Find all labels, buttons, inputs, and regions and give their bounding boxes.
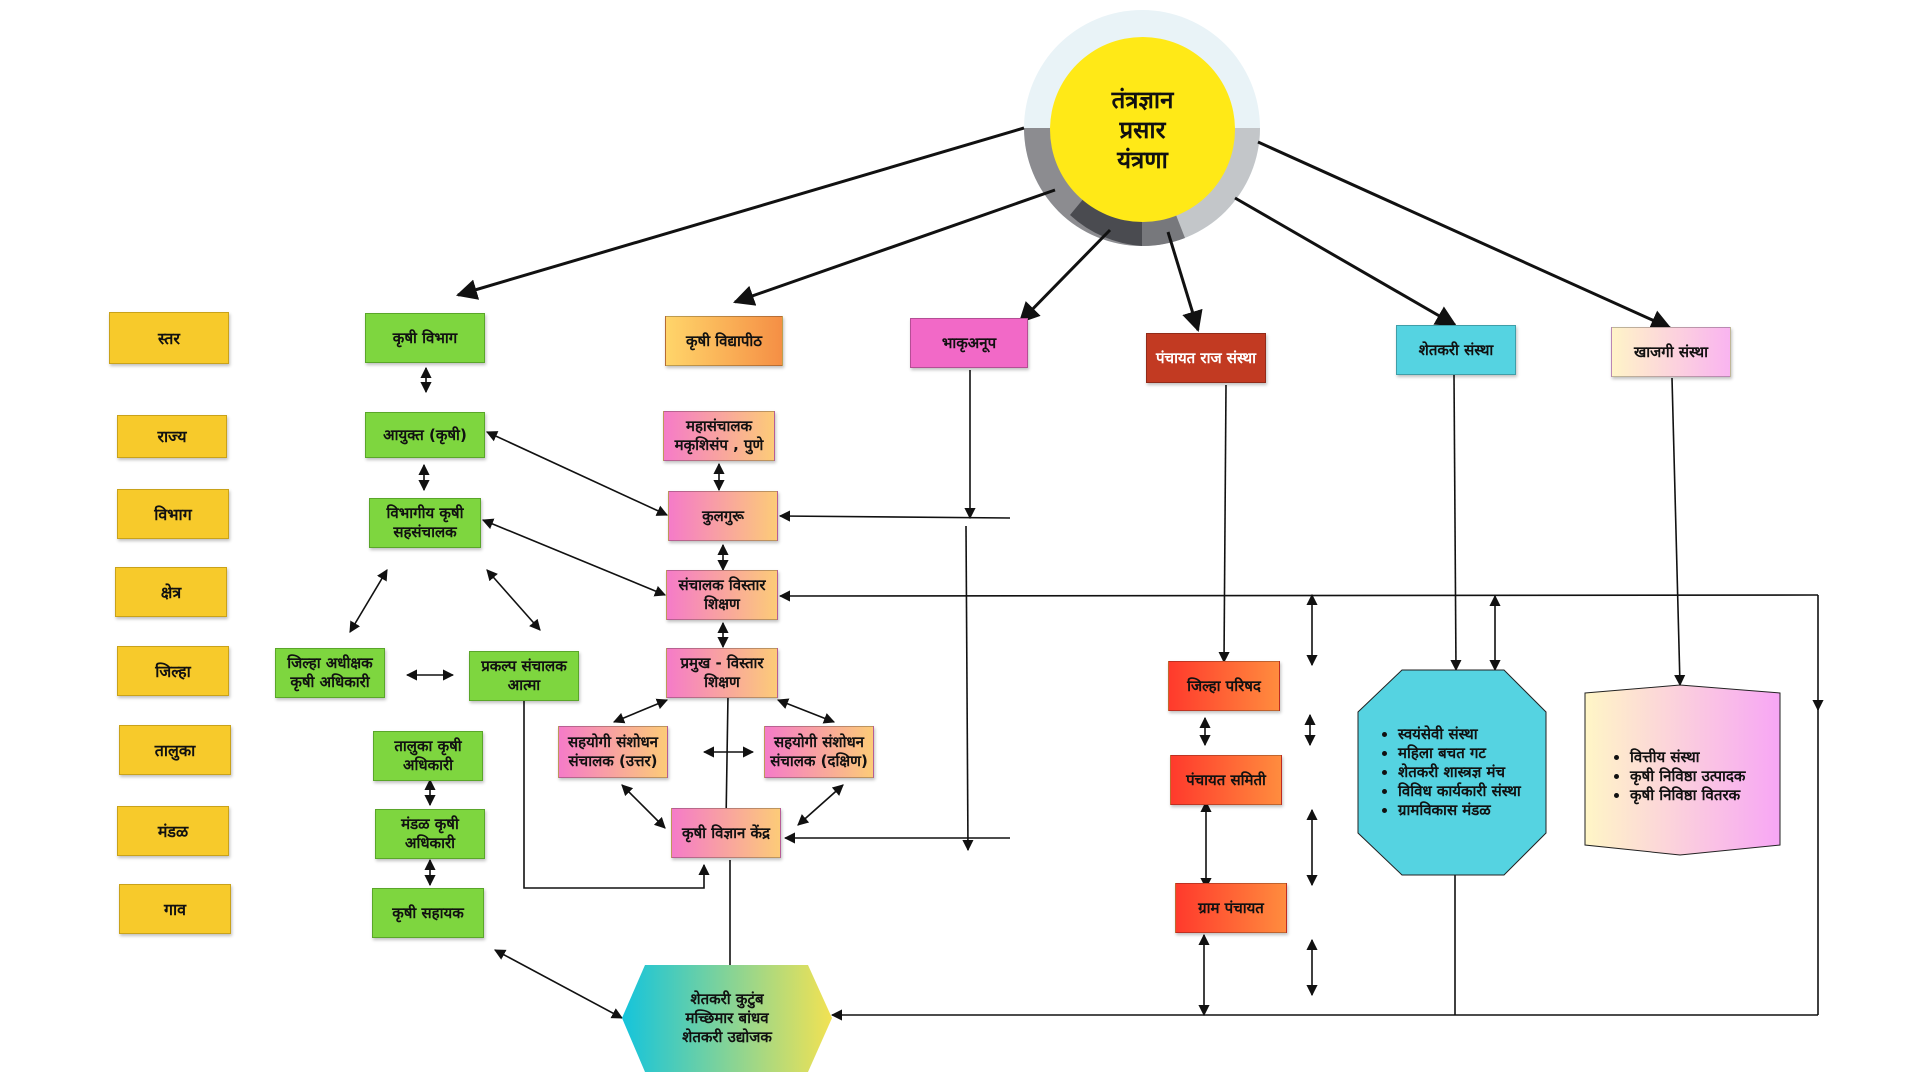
farmer-org-item: स्वयंसेवी संस्था [1398,725,1550,744]
private-org-shape [1584,684,1781,856]
agri-commissioner: आयुक्त (कृषी) [365,412,485,458]
farmer-org-head: शेतकरी संस्था [1396,325,1516,375]
agri-assistant: कृषी सहायक [372,888,484,938]
university-assoc-north: सहयोगी संशोधन संचालक (उत्तर) [558,726,668,778]
farmer-org-list: स्वयंसेवी संस्था महिला बचत गट शेतकरी शास… [1380,725,1550,820]
university-director-extension: संचालक विस्तार शिक्षण [666,570,778,620]
private-org-item: कृषी निविष्ठा वितरक [1630,786,1782,805]
university-head-extension: प्रमुख - विस्तार शिक्षण [666,648,778,698]
university-head: कृषी विद्यापीठ [665,316,783,366]
level-label: तालुका [119,725,231,775]
panchayat-samiti: पंचायत समिती [1170,755,1282,805]
private-org-item: कृषी निविष्ठा उत्पादक [1630,767,1782,786]
private-org-item: वित्तीय संस्था [1630,748,1782,767]
panchayat-head: पंचायत राज संस्था [1146,333,1266,383]
level-label: मंडळ [117,806,229,856]
agri-mandal: मंडळ कृषी अधिकारी [375,809,485,859]
agri-district-officer: जिल्हा अधीक्षक कृषी अधिकारी [275,648,385,698]
private-org-list: वित्तीय संस्था कृषी निविष्ठा उत्पादक कृष… [1612,748,1782,805]
level-label: जिल्हा [117,646,229,696]
farmer-org-item: महिला बचत गट [1398,744,1550,763]
agri-taluka: तालुका कृषी अधिकारी [373,731,483,781]
icar-head: भाकृअनूप [910,318,1028,368]
farmer-org-item: शेतकरी शास्त्रज्ञ मंच [1398,763,1550,782]
agri-dept-head: कृषी विभाग [365,313,485,363]
hub-title: तंत्रज्ञान प्रसार यंत्रणा [1050,37,1235,222]
panchayat-zilla: जिल्हा परिषद [1168,661,1280,711]
university-kvk: कृषी विज्ञान केंद्र [671,808,781,858]
agri-divisional: विभागीय कृषी सहसंचालक [369,498,481,548]
level-label: क्षेत्र [115,567,227,617]
university-director-general: महासंचालक मकृशिसंप , पुणे [663,411,775,461]
level-label: गाव [119,884,231,934]
beneficiaries-text: शेतकरी कुटुंब मच्छिमार बांधव शेतकरी उद्य… [682,989,772,1046]
farmer-org-shape [1357,669,1547,876]
panchayat-gram: ग्राम पंचायत [1175,883,1287,933]
university-assoc-south: सहयोगी संशोधन संचालक (दक्षिण) [764,726,874,778]
private-org-head: खाजगी संस्था [1611,327,1731,377]
connectors [349,366,1824,1021]
university-vice-chancellor: कुलगुरू [668,491,778,541]
level-label: विभाग [117,489,229,539]
hub-arrows [455,126,1672,333]
agri-atma: प्रकल्प संचालक आत्मा [469,651,579,701]
farmer-org-item: ग्रामविकास मंडळ [1398,801,1550,820]
beneficiaries-hexagon [622,965,832,1072]
level-label: स्तर [109,312,229,364]
farmer-org-item: विविध कार्यकारी संस्था [1398,782,1550,801]
level-label: राज्य [117,415,227,458]
